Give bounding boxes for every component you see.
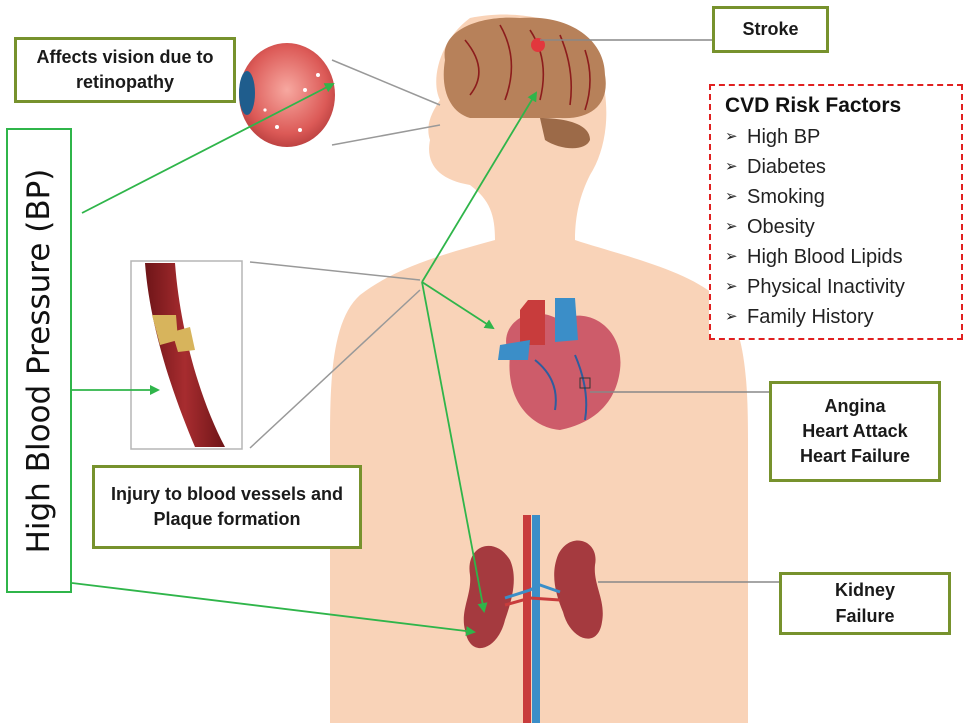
- list-item: ➢Smoking: [725, 182, 961, 212]
- arrow-bullet-icon: ➢: [725, 308, 738, 325]
- vision-label: Affects vision due to retinopathy: [14, 37, 236, 103]
- arrow-bullet-icon: ➢: [725, 278, 738, 295]
- arrow-bullet-icon: ➢: [725, 218, 738, 235]
- arrows: [71, 83, 538, 636]
- list-item: ➢Obesity: [725, 212, 961, 242]
- high-blood-pressure-text: High Blood Pressure (BP): [21, 168, 57, 553]
- arrow-bullet-icon: ➢: [725, 128, 738, 145]
- cvd-risk-factors-title: CVD Risk Factors: [725, 94, 902, 117]
- brain-icon: [443, 17, 606, 149]
- eye-icon: [239, 43, 335, 147]
- stroke-label: Stroke: [712, 6, 829, 53]
- vision-label-text: Affects vision due to retinopathy: [36, 46, 214, 92]
- list-item: ➢Physical Inactivity: [725, 272, 961, 302]
- arrow-bullet-icon: ➢: [725, 158, 738, 175]
- list-item: ➢Family History: [725, 302, 961, 332]
- arrow-bullet-icon: ➢: [725, 248, 738, 265]
- heart-icon: [498, 298, 621, 430]
- stroke-label-text: Stroke: [742, 18, 799, 39]
- blood-vessel-icon: [130, 260, 243, 450]
- failure-text: Failure: [835, 605, 895, 626]
- injury-label-text: Injury to blood vessels and Plaque forma…: [110, 483, 344, 529]
- kidney-failure-label: Kidney Failure: [779, 572, 951, 635]
- heart-conditions-label: Angina Heart Attack Heart Failure: [769, 381, 941, 482]
- angina-text: Angina: [824, 395, 886, 416]
- kidney-text: Kidney: [834, 580, 895, 601]
- list-item: ➢High BP: [725, 122, 961, 152]
- cvd-risk-factors-list: ➢High BP ➢Diabetes ➢Smoking ➢Obesity ➢Hi…: [725, 122, 961, 332]
- injury-label: Injury to blood vessels and Plaque forma…: [92, 465, 362, 549]
- high-blood-pressure-box: High Blood Pressure (BP): [6, 128, 72, 593]
- heart-attack-text: Heart Attack: [802, 420, 908, 441]
- list-item: ➢Diabetes: [725, 152, 961, 182]
- arrow-bullet-icon: ➢: [725, 188, 738, 205]
- heart-failure-text: Heart Failure: [799, 446, 911, 467]
- list-item: ➢High Blood Lipids: [725, 242, 961, 272]
- cvd-risk-factors-box: CVD Risk Factors ➢High BP ➢Diabetes ➢Smo…: [709, 84, 963, 340]
